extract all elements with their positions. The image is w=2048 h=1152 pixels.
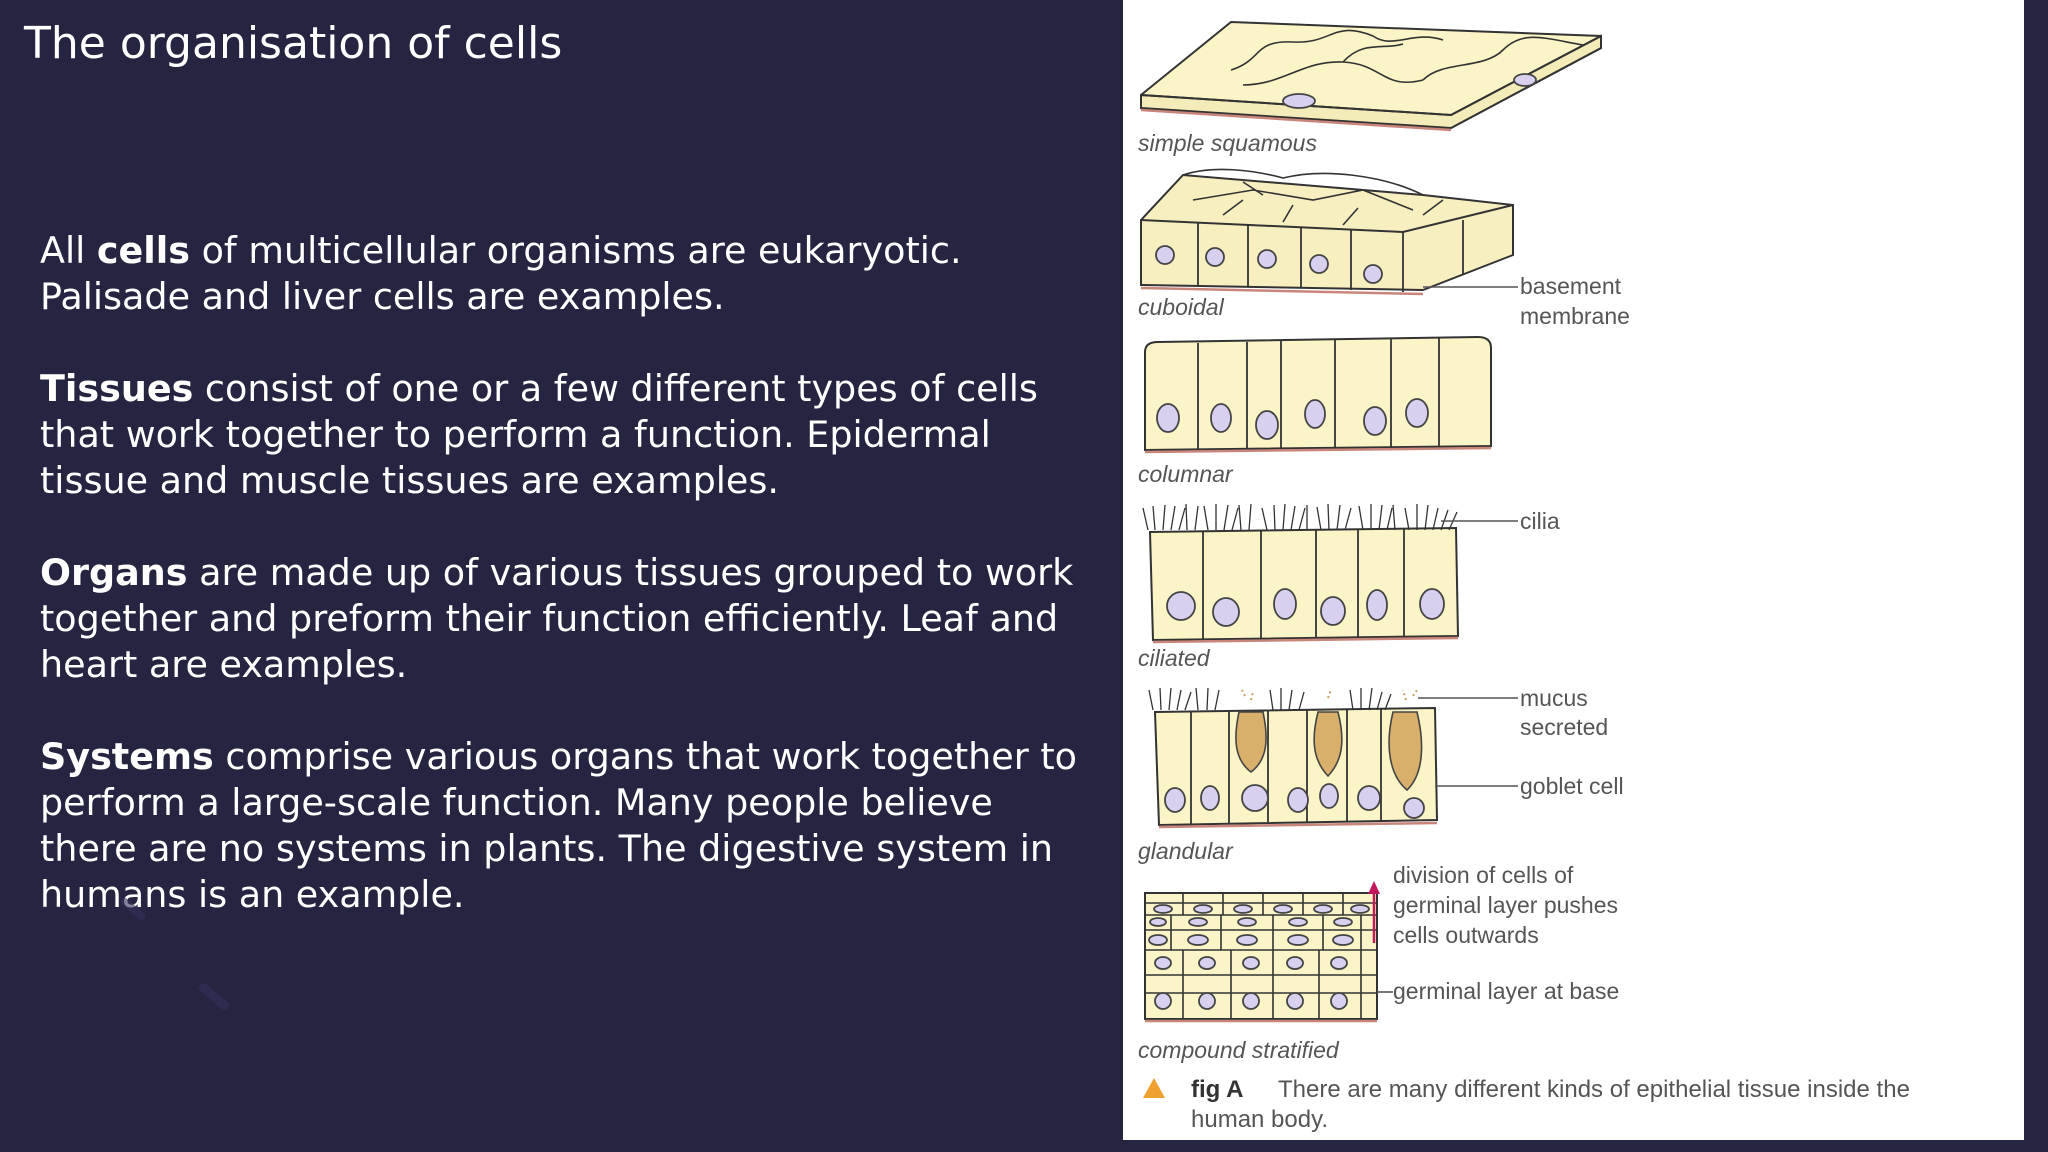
term-organs: Organs [40,551,188,594]
term-cells: cells [96,229,190,272]
annotation-secreted: secreted [1520,714,1608,740]
columnar-diagram: columnar [1138,335,1492,487]
label-ciliated: ciliated [1138,645,1211,671]
caption-text-line2: human body. [1191,1106,1328,1133]
paragraph-text: comprise various organs that work togeth… [40,735,1077,916]
annotation-membrane: membrane [1520,303,1630,329]
paragraph-text: are made up of various tissues grouped t… [40,551,1074,686]
caption-text-line1: There are many different kinds of epithe… [1278,1076,1910,1103]
term-tissues: Tissues [40,367,194,410]
paragraph-organs: Organs are made up of various tissues gr… [40,550,1080,688]
caption-fig-label: fig A [1191,1076,1243,1103]
paragraph-systems: Systems comprise various organs that wor… [40,734,1080,918]
annotation-germinal-layer: germinal layer at base [1393,978,1619,1004]
label-simple-squamous: simple squamous [1138,130,1317,156]
cuboidal-diagram: basement membrane cuboidal [1138,168,1630,329]
glandular-diagram: mucus secreted goblet cell glandular [1138,685,1624,864]
paragraph-tissues: Tissues consist of one or a few differen… [40,366,1080,504]
annotation-basement: basement [1520,273,1622,299]
annotation-division-2: germinal layer pushes [1393,892,1618,918]
paragraph-text: of multicellular organisms are eukaryoti… [40,229,962,318]
decorative-shape [197,981,231,1012]
compound-stratified-diagram: division of cells of germinal layer push… [1138,862,1619,1063]
annotation-division-3: cells outwards [1393,922,1539,948]
ciliated-diagram: cilia ciliated [1138,503,1560,671]
annotation-division-1: division of cells of [1393,862,1574,888]
annotation-cilia: cilia [1520,508,1560,534]
term-systems: Systems [40,735,214,778]
annotation-mucus: mucus [1520,685,1588,711]
slide-title: The organisation of cells [24,18,563,69]
simple-squamous-diagram: simple squamous [1138,20,1602,156]
label-cuboidal: cuboidal [1138,294,1225,320]
label-columnar: columnar [1138,461,1234,487]
label-glandular: glandular [1138,838,1234,864]
label-compound-stratified: compound stratified [1138,1037,1340,1063]
annotation-goblet-cell: goblet cell [1520,773,1624,799]
figure-diagram: simple squamous basement membrane cuboid… [1138,20,1910,1133]
paragraph-cells: All cells of multicellular organisms are… [40,228,1080,320]
body-text: All cells of multicellular organisms are… [40,228,1080,964]
epithelial-tissue-figure: simple squamous basement membrane cuboid… [1123,0,2024,1140]
paragraph-text: consist of one or a few different types … [40,367,1038,502]
triangle-icon [1143,1078,1165,1098]
paragraph-prefix: All [40,229,97,272]
figure-caption: fig A There are many different kinds of … [1143,1076,1910,1133]
